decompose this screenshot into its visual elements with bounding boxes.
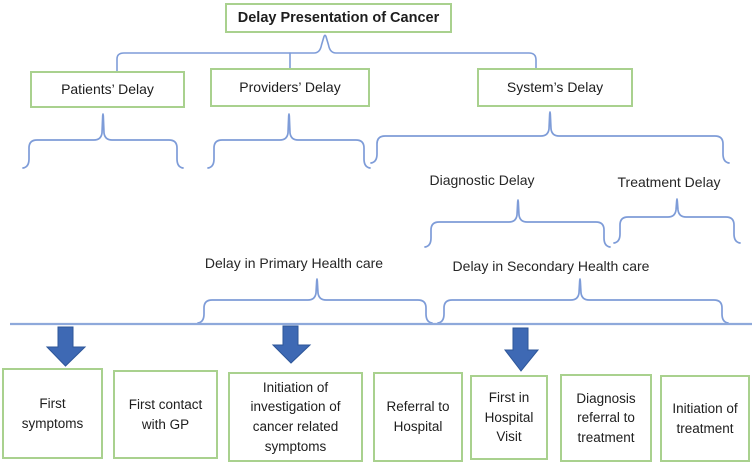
event-box-first-hospital-visit: First in Hospital Visit <box>470 375 548 460</box>
patients-delay-label: Patients’ Delay <box>61 81 154 98</box>
event-label-initiation-treatment: Initiation of treatment <box>672 400 738 436</box>
diagnostic-delay-brace <box>424 199 611 248</box>
event-label-referral-hospital: Referral to Hospital <box>386 399 450 434</box>
primary-health-care-brace <box>197 278 433 324</box>
event-box-initiation-treatment: Initiation of treatment <box>660 375 750 462</box>
event-label-initiation-investigation: Initiation of investigation of cancer re… <box>250 379 341 454</box>
title-box: Delay Presentation of Cancer <box>225 3 452 33</box>
providers-delay-brace <box>207 113 371 169</box>
diagnostic-delay-label: Diagnostic Delay <box>429 172 535 188</box>
event-label-first-symptoms: First symptoms <box>21 395 84 431</box>
systems-delay-label: System’s Delay <box>506 79 604 96</box>
down-arrow-initiation-investigation <box>271 325 312 364</box>
systems-delay-box: System’s Delay <box>477 68 633 107</box>
providers-delay-box: Providers’ Delay <box>210 68 370 107</box>
primary-health-care-delay-label: Delay in Primary Health care <box>204 255 384 271</box>
event-label-first-contact-gp: First contact with GP <box>128 396 203 432</box>
down-arrow-first-symptoms <box>45 326 87 367</box>
treatment-delay-brace <box>613 198 741 244</box>
treatment-delay-label: Treatment Delay <box>617 174 721 190</box>
title-text: Delay Presentation of Cancer <box>237 9 440 26</box>
providers-delay-label: Providers’ Delay <box>239 79 341 96</box>
event-box-diagnosis-referral-treatment: Diagnosis referral to treatment <box>560 374 652 462</box>
patients-delay-box: Patients’ Delay <box>30 71 185 108</box>
event-box-first-contact-gp: First contact with GP <box>113 370 218 459</box>
event-box-initiation-investigation: Initiation of investigation of cancer re… <box>228 372 363 462</box>
event-box-referral-hospital: Referral to Hospital <box>373 372 463 462</box>
secondary-health-care-delay-label: Delay in Secondary Health care <box>452 258 650 274</box>
secondary-health-care-brace <box>437 278 729 324</box>
event-box-first-symptoms: First symptoms <box>2 368 103 459</box>
down-arrow-first-hospital-visit <box>503 327 540 372</box>
event-label-first-hospital-visit: First in Hospital Visit <box>484 390 534 445</box>
systems-delay-brace <box>370 111 730 164</box>
patients-delay-brace <box>22 113 184 169</box>
top-tree-connector <box>116 34 537 72</box>
event-label-diagnosis-referral-treatment: Diagnosis referral to treatment <box>576 390 636 445</box>
